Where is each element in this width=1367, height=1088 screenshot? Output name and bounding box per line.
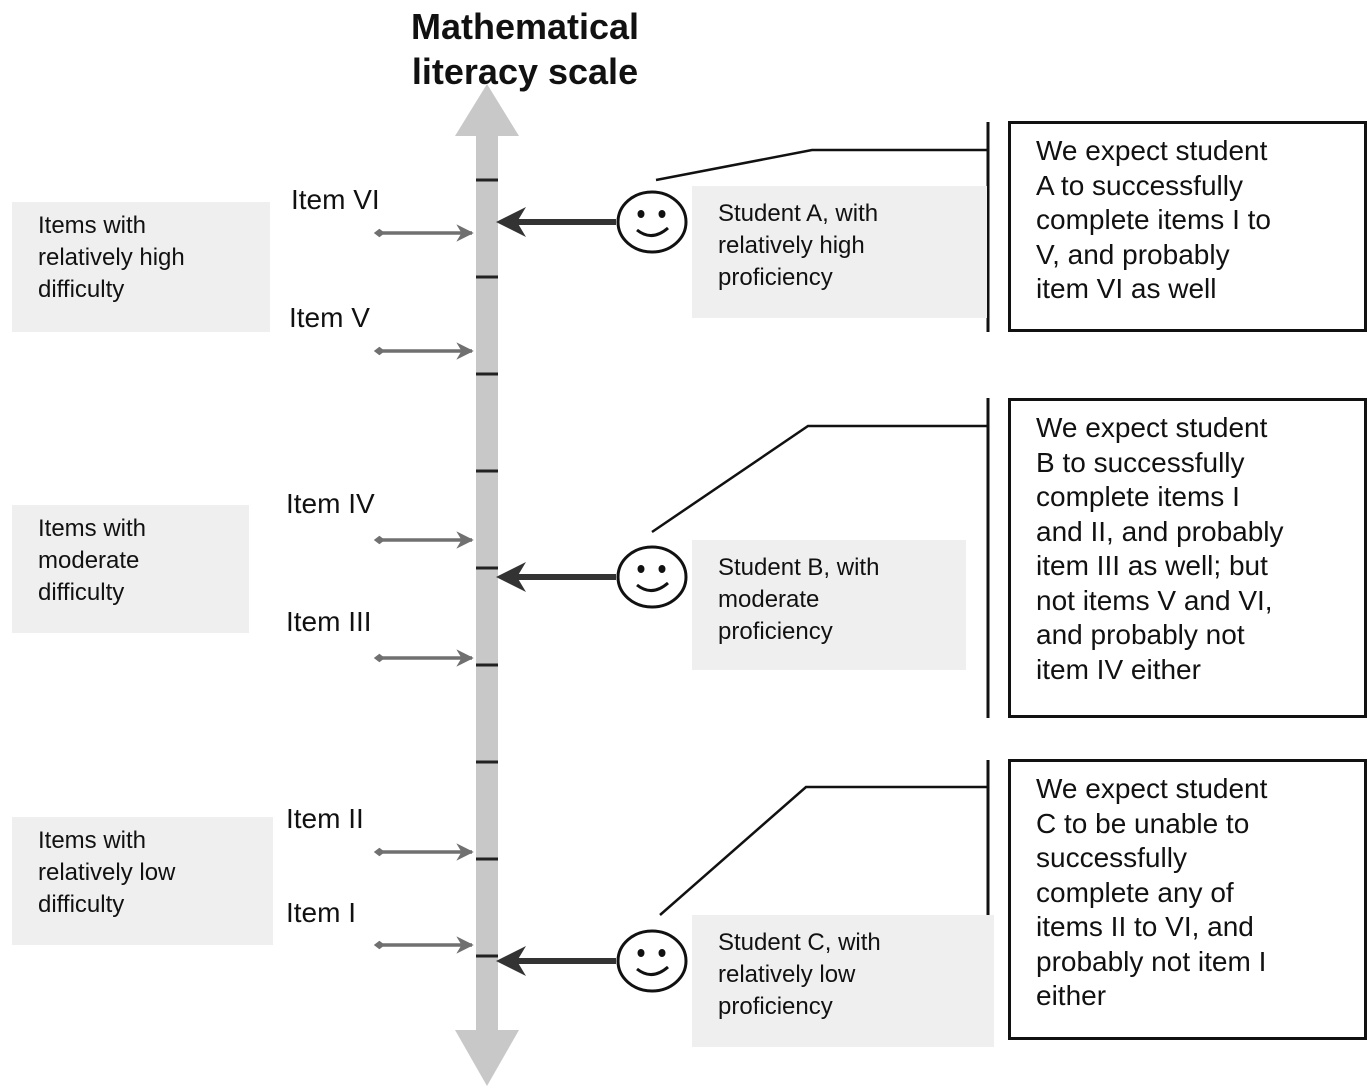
student-label-line: proficiency — [718, 993, 833, 1020]
expectation-line: C to be unable to — [1036, 807, 1250, 839]
expectation-line: items II to VI, and — [1036, 911, 1254, 942]
scale-title-line2: literacy scale — [411, 51, 639, 92]
expectation-line: We expect student — [1036, 412, 1268, 443]
callout-lines — [651, 148, 988, 916]
student-label-line: Student B, with — [718, 554, 880, 581]
expectation-box-a: We expect student A to successfully comp… — [1008, 121, 1367, 332]
item-arrows — [373, 224, 474, 954]
expectation-box-b: We expect student B to successfully comp… — [1008, 398, 1367, 718]
expectation-line: probably not item I — [1036, 945, 1267, 977]
scale-ticks — [476, 178, 498, 958]
student-label-line: moderate — [718, 586, 820, 613]
expectation-line: and probably not — [1036, 619, 1245, 650]
difficulty-label-line: moderate — [38, 547, 140, 574]
expectation-line: complete items I — [1036, 481, 1240, 512]
item-label-ii: Item II — [286, 803, 364, 834]
student-label-line: relatively high — [718, 232, 865, 259]
item-label-vi: Item VI — [291, 184, 380, 215]
literacy-scale-axis — [455, 84, 519, 1086]
student-c-box: Student C, with relatively low proficien… — [692, 915, 994, 1047]
student-arrows — [496, 207, 616, 976]
difficulty-group-low: Items with relatively low difficulty — [12, 817, 273, 945]
scale-arrowhead-top — [455, 84, 519, 136]
expectation-line: item IV either — [1036, 653, 1201, 685]
expectation-line: not items V and VI, — [1036, 584, 1273, 616]
expectation-line: item III as well; but — [1036, 550, 1268, 581]
difficulty-group-moderate: Items with moderate difficulty — [12, 505, 249, 633]
callout-line-a — [655, 148, 988, 182]
expectation-line: either — [1036, 980, 1107, 1011]
expectation-line: and II, and probably — [1036, 515, 1284, 547]
expectation-line: We expect student — [1036, 135, 1268, 166]
difficulty-label-line: difficulty — [38, 891, 125, 918]
expectation-line: V, and probably — [1036, 238, 1230, 270]
expectation-line: B to successfully — [1036, 446, 1245, 478]
student-label-line: proficiency — [718, 618, 833, 645]
student-label-line: proficiency — [718, 264, 833, 291]
difficulty-label-line: Items with — [38, 212, 147, 239]
difficulty-label-line: Items with — [38, 827, 147, 854]
smiley-face-icon — [616, 545, 688, 609]
expectation-box-c: We expect student C to be unable to succ… — [1008, 759, 1367, 1040]
callout-line-b — [651, 424, 988, 534]
item-label-iv: Item IV — [286, 488, 375, 519]
student-label-line: relatively low — [718, 961, 856, 988]
item-label-iii: Item III — [286, 606, 372, 637]
student-b-box: Student B, with moderate proficiency — [692, 540, 966, 670]
student-label-line: Student A, with — [718, 200, 879, 227]
callout-line-c — [659, 785, 988, 916]
expectation-line: A to successfully — [1036, 169, 1243, 201]
student-label-line: Student C, with — [718, 929, 881, 956]
scale-title: Mathematical literacy scale — [360, 4, 690, 94]
expectation-line: item VI as well — [1036, 273, 1217, 304]
difficulty-label-line: Items with — [38, 515, 147, 542]
difficulty-group-high: Items with relatively high difficulty — [12, 202, 270, 332]
smiley-face-icon — [616, 929, 688, 993]
difficulty-label-line: difficulty — [38, 276, 125, 303]
smiley-face-icon — [616, 190, 688, 254]
expectation-line: successfully — [1036, 842, 1187, 873]
expectation-line: We expect student — [1036, 773, 1268, 804]
difficulty-label-line: relatively low — [38, 859, 176, 886]
student-a-box: Student A, with relatively high proficie… — [692, 186, 987, 318]
difficulty-label-line: difficulty — [38, 579, 125, 606]
scale-arrowhead-bottom — [455, 1030, 519, 1086]
difficulty-label-line: relatively high — [38, 244, 185, 271]
item-label-i: Item I — [286, 897, 357, 928]
scale-title-line1: Mathematical — [410, 6, 640, 47]
item-label-v: Item V — [289, 302, 370, 333]
expectation-line: complete items I to — [1036, 204, 1271, 235]
expectation-line: complete any of — [1036, 876, 1234, 908]
scale-bar — [476, 130, 498, 1034]
